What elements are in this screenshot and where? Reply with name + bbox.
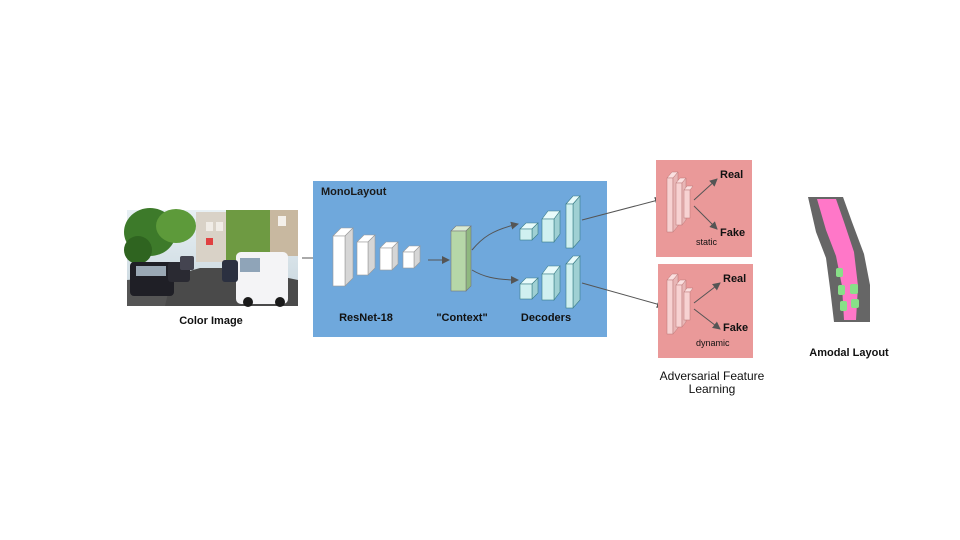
dynamic-discriminator-layers <box>666 273 694 335</box>
dynamic-real-arrow <box>693 282 721 304</box>
static-tag: static <box>696 237 718 247</box>
adversarial-caption-line2: Learning <box>688 382 736 396</box>
static-real-arrow <box>693 178 718 201</box>
dynamic-real-label: Real <box>723 273 747 285</box>
input-image-caption: Color Image <box>179 315 243 327</box>
dynamic-fake-label: Fake <box>723 322 749 334</box>
static-fake-label: Fake <box>720 227 746 239</box>
static-decoder <box>519 195 581 249</box>
context-label: "Context" <box>436 312 488 324</box>
monolayout-title: MonoLayout <box>321 186 387 198</box>
resnet-encoder <box>332 227 421 287</box>
dynamic-tag: dynamic <box>696 338 730 348</box>
static-discriminator-layers <box>666 171 694 233</box>
arrow-dynamic-decoder-to-discriminator <box>581 282 665 308</box>
arrow-context-to-dynamic-decoder <box>471 269 519 284</box>
dynamic-decoder <box>519 255 581 309</box>
static-real-label: Real <box>720 169 744 181</box>
amodal-layout-image <box>808 197 870 322</box>
arrow-context-to-static-decoder <box>471 221 519 251</box>
dynamic-fake-arrow <box>693 308 721 330</box>
encoder-label: ResNet-18 <box>339 312 393 324</box>
arrow-static-decoder-to-discriminator <box>581 196 663 221</box>
input-color-image <box>124 208 298 307</box>
adversarial-caption-line1: Adversarial Feature <box>659 369 765 383</box>
static-fake-arrow <box>693 205 718 230</box>
decoders-label: Decoders <box>520 312 572 324</box>
context-block <box>450 225 472 292</box>
amodal-layout-caption: Amodal Layout <box>809 347 889 359</box>
